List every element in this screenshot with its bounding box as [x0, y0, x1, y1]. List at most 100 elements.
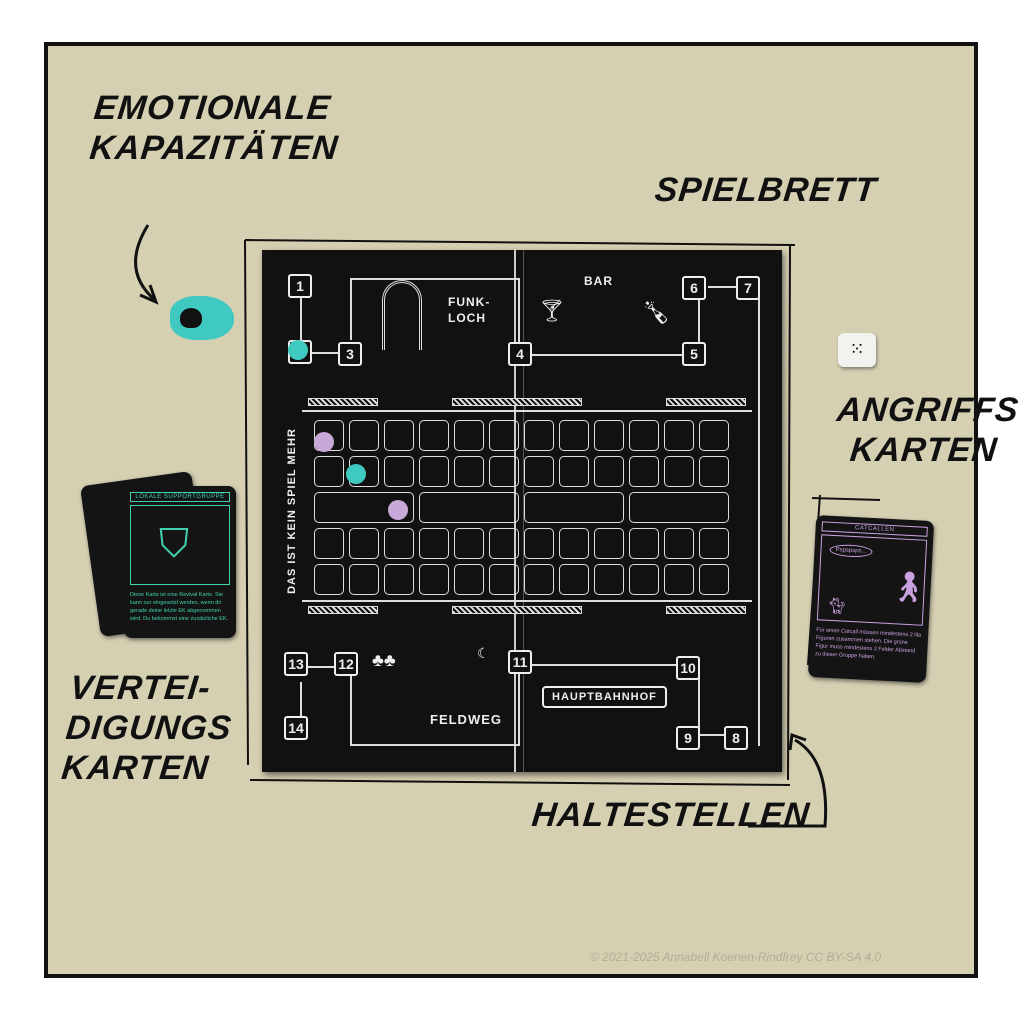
seat[interactable]: [314, 492, 414, 523]
seat[interactable]: [524, 492, 624, 523]
train-wall: [302, 410, 752, 412]
stop-3[interactable]: 3: [338, 342, 362, 366]
seat[interactable]: [454, 420, 484, 451]
stop-11[interactable]: 11: [508, 650, 532, 674]
seat[interactable]: [594, 564, 624, 595]
teal-pawn[interactable]: [288, 340, 308, 360]
stop-12[interactable]: 12: [334, 652, 358, 676]
seat[interactable]: [594, 456, 624, 487]
attack-card[interactable]: CATCALLEN Pspspsps...🐈︎🚶︎ Für einen Catc…: [807, 515, 935, 683]
route-line: [350, 666, 352, 746]
copyright: © 2021-2025 Annabell Koenen-Rindfrey CC …: [590, 950, 882, 964]
seat[interactable]: [524, 564, 554, 595]
lilac-pawn[interactable]: [314, 432, 334, 452]
emotional-capacity-token[interactable]: [170, 296, 234, 340]
train-window: [452, 398, 582, 406]
cocktail-icon: 🍸︎: [538, 298, 566, 323]
stop-9[interactable]: 9: [676, 726, 700, 750]
seat[interactable]: [629, 420, 659, 451]
seat[interactable]: [314, 564, 344, 595]
seat[interactable]: [419, 564, 449, 595]
train-window: [308, 398, 378, 406]
seat[interactable]: [664, 456, 694, 487]
stop-14[interactable]: 14: [284, 716, 308, 740]
seat[interactable]: [419, 528, 449, 559]
speech-bubble: Pspspsps...: [829, 543, 873, 559]
seat[interactable]: [419, 420, 449, 451]
route-line: [300, 352, 350, 354]
seat[interactable]: [489, 564, 519, 595]
train-window: [308, 606, 378, 614]
seat[interactable]: [384, 528, 414, 559]
seat[interactable]: [314, 528, 344, 559]
card-image: ⛉: [130, 505, 230, 585]
stop-6[interactable]: 6: [682, 276, 706, 300]
seat[interactable]: [349, 420, 379, 451]
stop-1[interactable]: 1: [288, 274, 312, 298]
seat[interactable]: [489, 420, 519, 451]
defense-card[interactable]: LOKALE SUPPORTGRUPPE ⛉ Diese Karte ist e…: [124, 486, 236, 638]
shield-heart-icon: ⛉: [159, 522, 189, 566]
train-window: [666, 606, 746, 614]
seat[interactable]: [699, 420, 729, 451]
seat[interactable]: [314, 456, 344, 487]
route-line: [708, 286, 748, 288]
place-hauptbahnhof: HAUPTBAHNHOF: [542, 686, 667, 708]
seat[interactable]: [384, 456, 414, 487]
place-funkloch: FUNK-LOCH: [448, 295, 491, 325]
seat[interactable]: [699, 456, 729, 487]
seat[interactable]: [524, 420, 554, 451]
cat-icon: 🐈︎: [826, 597, 848, 616]
stop-4[interactable]: 4: [508, 342, 532, 366]
seat[interactable]: [384, 420, 414, 451]
bottle-icon: 🍾︎: [642, 300, 670, 325]
teal-pawn[interactable]: [346, 464, 366, 484]
seat[interactable]: [489, 528, 519, 559]
seat[interactable]: [664, 564, 694, 595]
seat[interactable]: [454, 564, 484, 595]
seat[interactable]: [384, 564, 414, 595]
train-window: [452, 606, 582, 614]
seat[interactable]: [559, 456, 589, 487]
route-line: [300, 666, 350, 668]
seat[interactable]: [629, 456, 659, 487]
train-window: [666, 398, 746, 406]
seat[interactable]: [349, 564, 379, 595]
route-line: [698, 734, 748, 736]
seat[interactable]: [559, 528, 589, 559]
seat[interactable]: [664, 528, 694, 559]
seat[interactable]: [699, 528, 729, 559]
stop-10[interactable]: 10: [676, 656, 700, 680]
seat[interactable]: [629, 528, 659, 559]
seat[interactable]: [524, 528, 554, 559]
seat[interactable]: [629, 564, 659, 595]
stop-5[interactable]: 5: [682, 342, 706, 366]
stop-7[interactable]: 7: [736, 276, 760, 300]
seat[interactable]: [594, 420, 624, 451]
seat[interactable]: [454, 456, 484, 487]
seat[interactable]: [419, 492, 519, 523]
train-wall: [302, 600, 752, 602]
route-line: [518, 354, 688, 356]
seat[interactable]: [524, 456, 554, 487]
seat[interactable]: [489, 456, 519, 487]
seat[interactable]: [419, 456, 449, 487]
person-icon: 🚶︎: [888, 569, 929, 605]
lilac-pawn[interactable]: [388, 500, 408, 520]
seat[interactable]: [559, 564, 589, 595]
seat[interactable]: [594, 528, 624, 559]
stop-13[interactable]: 13: [284, 652, 308, 676]
place-bar: BAR: [584, 274, 613, 288]
card-title: LOKALE SUPPORTGRUPPE: [130, 492, 230, 502]
route-line: [300, 682, 302, 722]
seat[interactable]: [559, 420, 589, 451]
seat[interactable]: [699, 564, 729, 595]
seat[interactable]: [349, 528, 379, 559]
stop-8[interactable]: 8: [724, 726, 748, 750]
seat[interactable]: [664, 420, 694, 451]
dice[interactable]: ⁙: [838, 333, 876, 367]
seat[interactable]: [629, 492, 729, 523]
moon-icon: ☾: [477, 645, 490, 661]
seat[interactable]: [454, 528, 484, 559]
trees-icon: ♣♣: [372, 650, 396, 670]
